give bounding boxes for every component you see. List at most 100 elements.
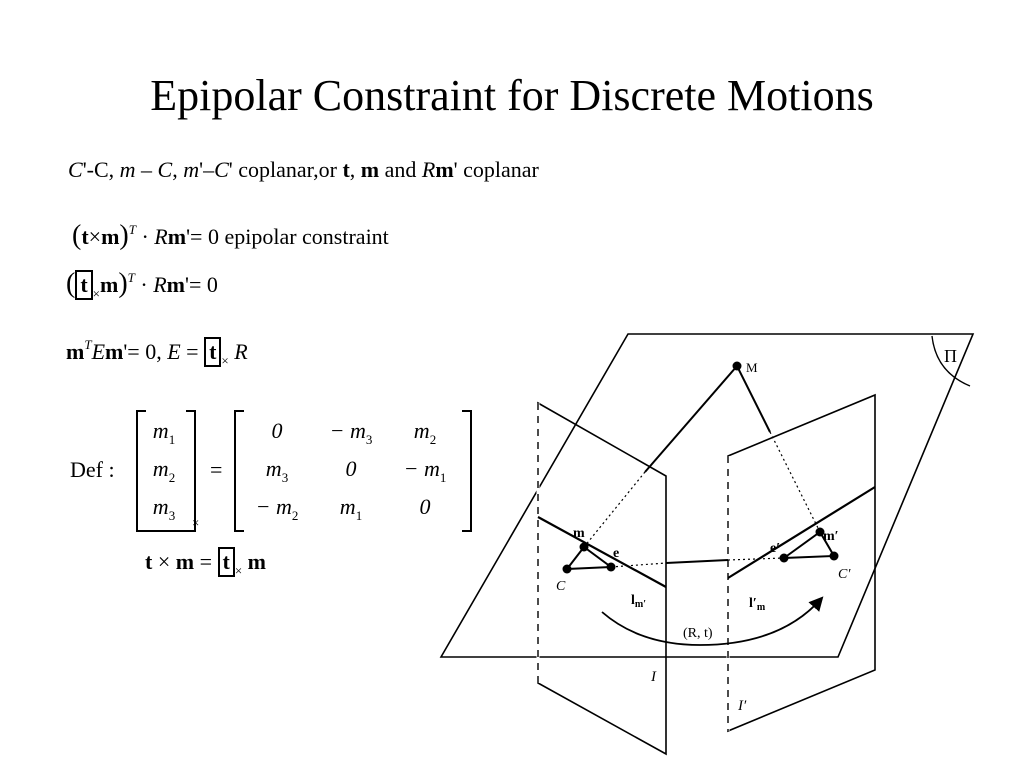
epipolar-line-right — [727, 486, 876, 579]
text-t: t — [342, 157, 350, 182]
eq1-m: m — [101, 224, 120, 249]
ray-M-left-hidden — [583, 471, 646, 548]
point-m — [579, 542, 589, 552]
text-m2: m — [183, 157, 200, 182]
vector-column: m1 m2 m3 — [138, 412, 190, 526]
vec-m3: m — [152, 494, 169, 519]
triangle-right — [783, 530, 836, 559]
eq4-m2: m — [242, 549, 266, 574]
ray-M-right-hidden — [769, 431, 821, 533]
eq2-m: m — [100, 272, 119, 297]
text-C2: C — [157, 157, 173, 182]
label-I: I — [650, 669, 657, 685]
cell-0-0: 0 — [271, 418, 283, 443]
cell-1-2: − m1 — [403, 456, 447, 485]
eq3-x: × — [221, 353, 229, 368]
text-minus: – — [135, 157, 158, 182]
cell-1-1: 0 — [345, 456, 357, 481]
text-m: m — [119, 157, 136, 182]
slide-title: Epipolar Constraint for Discrete Motions — [150, 71, 874, 120]
eq2-dot: · — [134, 272, 154, 297]
label-Pi: Π — [944, 346, 957, 366]
eq2-sup: T — [127, 270, 135, 285]
point-C-prime — [829, 551, 839, 561]
eq2-x: × — [92, 286, 100, 301]
eq3-R: R — [228, 339, 248, 364]
text-coplanar: ' coplanar — [453, 157, 539, 182]
text-and: and — [379, 157, 422, 182]
eq3-E: E — [91, 339, 106, 364]
def-equals: = — [210, 457, 223, 482]
label-m: m — [573, 526, 585, 541]
eq2-rest: '= 0 — [185, 272, 218, 297]
coplanarity-statement: C'-C, m – C, m'–C' coplanar,or t, m and … — [68, 157, 539, 183]
text-R: R — [421, 157, 436, 182]
baseline-visible — [665, 559, 729, 564]
text-c-prime: '-C, — [82, 157, 115, 182]
baseline-hidden-left — [610, 562, 667, 568]
text-coplanar-or: ' coplanar,or — [228, 157, 343, 182]
eq4-x: × — [234, 563, 243, 578]
label-m-prime: m′ — [823, 529, 839, 544]
eq3-E2: E — [167, 339, 181, 364]
cell-0-1: − m3 — [329, 418, 373, 447]
point-m-prime — [815, 527, 825, 537]
label-e: e — [613, 546, 619, 561]
eq3-m2: m — [105, 339, 124, 364]
motion-arrow — [601, 596, 824, 646]
text-C: C — [68, 157, 83, 182]
eq1-dot: · — [135, 224, 155, 249]
eq2-bracket-t: t — [75, 270, 93, 300]
label-Rt: (R, t) — [683, 626, 713, 641]
eq3-bracket-t: t — [204, 337, 222, 367]
eq1-m2: m — [167, 224, 187, 249]
label-l-m-prime: l′m — [749, 596, 766, 613]
eq1-times: × — [88, 224, 102, 249]
cell-2-0: − m2 — [255, 494, 299, 523]
skew-constraint-equation: (t×m)T · Rm'= 0 — [66, 268, 218, 301]
text-comma2: , — [349, 157, 356, 182]
eq3-eqs: = — [180, 339, 205, 364]
point-C — [562, 564, 572, 574]
paren-open: ( — [72, 220, 82, 251]
eq1-R: R — [154, 224, 168, 249]
eq4-eqs: = — [194, 549, 218, 574]
eq3-mid: '= 0, — [123, 339, 168, 364]
vec-m1-sub: 1 — [168, 432, 176, 447]
label-e-prime: e′ — [770, 541, 780, 556]
label-C-prime: C′ — [838, 567, 851, 582]
cell-0-2: m2 — [413, 418, 437, 447]
eq2-paren-open: ( — [66, 268, 76, 299]
skew-matrix: 0 − m3 m2 m3 0 − m1 − m2 m1 0 — [240, 412, 462, 526]
baseline-hidden-right — [727, 557, 785, 561]
paren-close: ) — [119, 220, 129, 251]
eq1-t: t — [81, 224, 89, 249]
vec-m2: m — [152, 456, 169, 481]
eq3-sup: T — [84, 337, 92, 352]
eq4-t: t — [145, 549, 153, 574]
eq4-m: m — [175, 549, 195, 574]
ray-M-right-visible — [736, 365, 771, 433]
text-m-bold: m — [360, 157, 380, 182]
eq4-times: × — [152, 549, 176, 574]
text-comma: , — [172, 157, 178, 182]
label-C: C — [556, 579, 566, 594]
text-prime-minus: '– — [199, 157, 215, 182]
cell-2-2: 0 — [419, 494, 431, 519]
eq2-R: R — [153, 272, 167, 297]
plane-corner-arc — [931, 335, 971, 387]
point-e-prime — [779, 553, 789, 563]
eq1-label: epipolar constraint — [224, 224, 389, 249]
vec-m3-sub: 3 — [168, 508, 176, 523]
vec-m1: m — [152, 418, 169, 443]
image-plane-right — [727, 393, 876, 733]
label-M: M — [746, 360, 758, 375]
eq1-rest: '= 0 — [186, 224, 219, 249]
point-M — [732, 361, 742, 371]
label-l-m: lm′ — [631, 593, 646, 610]
eq2-m2: m — [166, 272, 185, 297]
def-label: Def : — [70, 457, 115, 482]
triangle-left — [566, 545, 614, 570]
vector-times-sub: × — [192, 515, 200, 530]
